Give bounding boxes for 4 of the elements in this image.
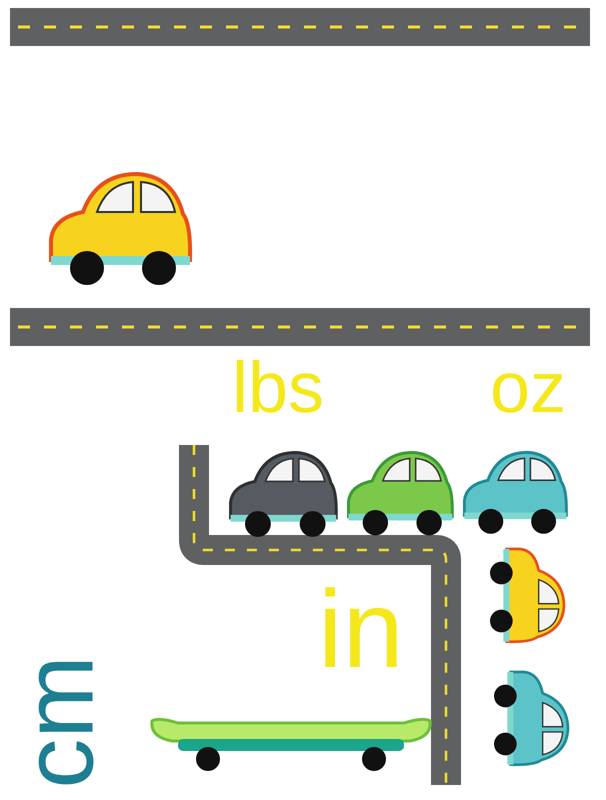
unit-label: lbs <box>232 352 324 424</box>
unit-label: in <box>318 575 404 685</box>
unit-label: cm <box>8 655 109 789</box>
unit-label: oz <box>490 352 566 424</box>
